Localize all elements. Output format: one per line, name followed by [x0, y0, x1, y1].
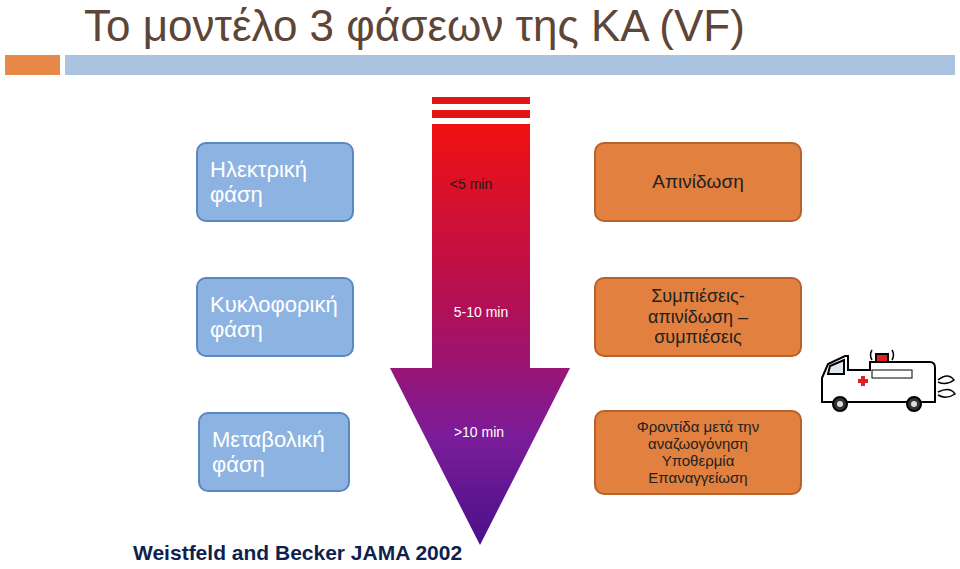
- action-box: Συμπιέσεις- απινίδωση – συμπιέσεις: [594, 277, 802, 357]
- time-label: <5 min: [450, 176, 492, 192]
- time-label: 5-10 min: [454, 304, 508, 320]
- box-text: Επαναγγείωση: [648, 469, 747, 486]
- time-label: >10 min: [454, 424, 504, 440]
- box-text: Μεταβολική φάση: [212, 427, 336, 478]
- box-text: Ηλεκτρική φάση: [210, 157, 340, 208]
- box-text: Υποθερμία: [662, 452, 735, 469]
- time-arrow: [390, 124, 570, 545]
- phase-box: Ηλεκτρική φάση: [196, 142, 354, 222]
- title-bar: [65, 55, 955, 75]
- title-accent: [5, 55, 60, 75]
- citation-caption: Weistfeld and Becker JAMA 2002: [133, 541, 462, 565]
- ambulance-illustration: [822, 350, 955, 411]
- action-box: Απινίδωση: [594, 142, 802, 222]
- box-text: Απινίδωση: [652, 171, 743, 193]
- box-text: Συμπιέσεις- απινίδωση – συμπιέσεις: [608, 286, 788, 348]
- box-text: Φροντίδα μετά την αναζωογόνηση: [608, 418, 788, 453]
- arrow-stripe: [432, 97, 530, 104]
- phase-box: Κυκλοφορική φάση: [196, 277, 354, 357]
- arrow-stripe: [432, 110, 530, 118]
- action-box: Φροντίδα μετά την αναζωογόνησηΥποθερμίαΕ…: [594, 410, 802, 495]
- box-text: Κυκλοφορική φάση: [210, 292, 340, 343]
- slide-title: Το μοντέλο 3 φάσεων της ΚΑ (VF): [84, 0, 745, 52]
- phase-box: Μεταβολική φάση: [198, 412, 350, 492]
